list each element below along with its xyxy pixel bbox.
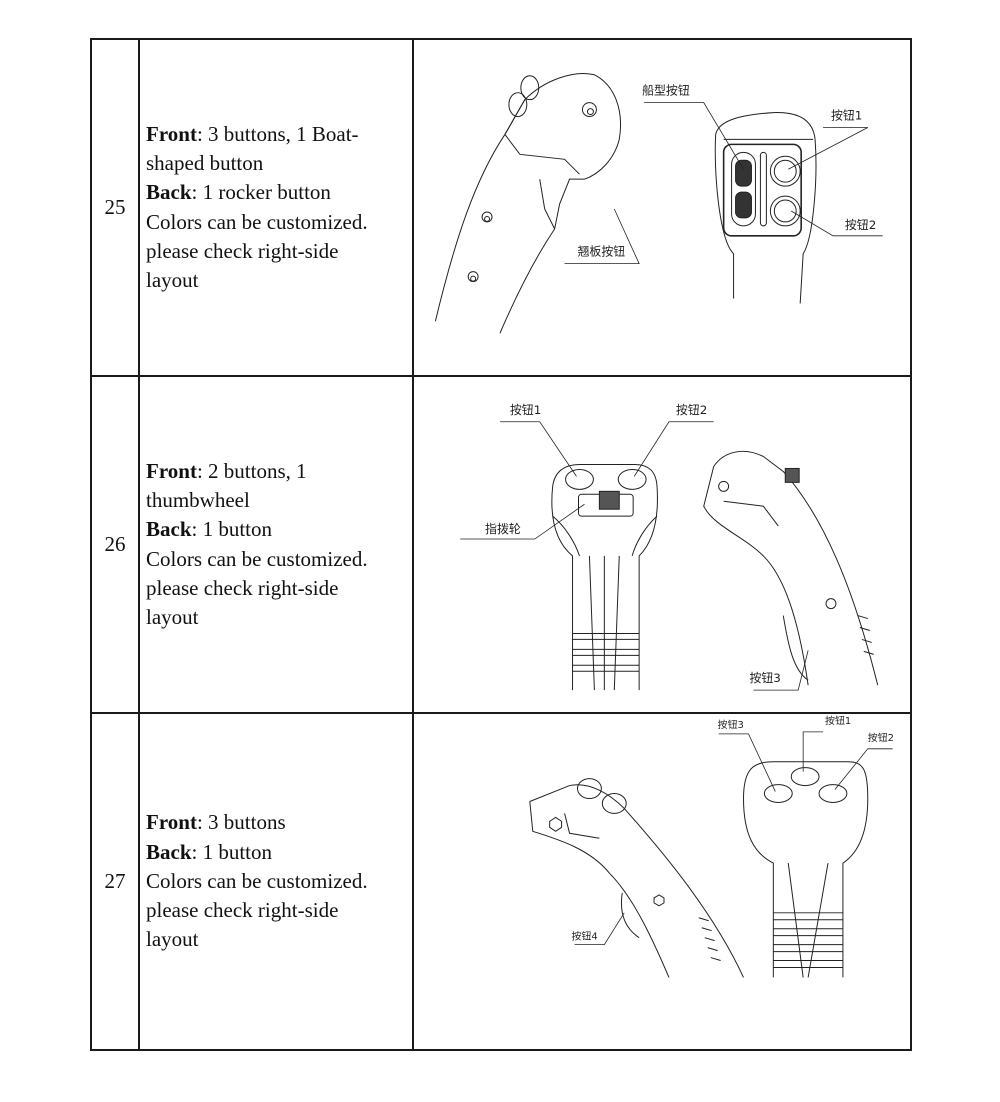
front-line: Front: 3 buttons xyxy=(146,808,412,837)
front-view-handle xyxy=(714,112,817,304)
back-line: Back: 1 button xyxy=(146,515,412,544)
note-line: Colors can be customized. xyxy=(146,209,368,234)
label-button-1: 按钮1 xyxy=(831,109,862,123)
front-text: : 2 buttons, 1 xyxy=(196,458,307,483)
note-line: layout xyxy=(146,927,199,952)
label-button-2: 按钮2 xyxy=(868,731,894,744)
table-row: 25 Front: 3 buttons, 1 Boat- shaped butt… xyxy=(90,38,912,377)
front-label: Front xyxy=(146,810,197,835)
label-thumbwheel: 指拨轮 xyxy=(485,522,521,536)
joystick-spec-table: 25 Front: 3 buttons, 1 Boat- shaped butt… xyxy=(90,38,912,1051)
row-drawing-cell: 按钮3 按钮1 按钮2 按钮4 xyxy=(412,712,912,1051)
row-number: 25 xyxy=(90,38,140,377)
front-label: Front xyxy=(146,458,197,483)
front-view-handle xyxy=(551,463,658,691)
front-line-cont: thumbwheel xyxy=(146,487,250,512)
front-line: Front: 2 buttons, 1 xyxy=(146,457,412,486)
joystick-drawing-27: 按钮3 按钮1 按钮2 按钮4 xyxy=(414,714,910,1049)
joystick-drawing-26: 按钮1 按钮2 指拨轮 按钮3 xyxy=(414,377,910,712)
note-line: Colors can be customized. xyxy=(146,868,368,893)
back-line: Back: 1 button xyxy=(146,838,412,867)
back-text: : 1 button xyxy=(191,517,273,542)
back-label: Back xyxy=(146,180,192,205)
row-description: Front: 3 buttons Back: 1 button Colors c… xyxy=(138,712,414,1051)
front-view-handle xyxy=(743,761,869,978)
front-text: : 3 buttons xyxy=(196,810,286,835)
front-label: Front xyxy=(146,121,197,146)
side-view-handle xyxy=(434,73,621,334)
back-text: : 1 rocker button xyxy=(191,180,331,205)
label-rocker-button: 翘板按钮 xyxy=(578,245,626,259)
row-number: 27 xyxy=(90,712,140,1051)
label-button-1: 按钮1 xyxy=(510,403,541,417)
table-row: 27 Front: 3 buttons Back: 1 button Color… xyxy=(90,712,912,1051)
label-boat-button: 船型按钮 xyxy=(642,84,690,98)
back-text: : 1 button xyxy=(191,839,273,864)
note-line: Colors can be customized. xyxy=(146,546,368,571)
label-button-3: 按钮3 xyxy=(749,671,780,685)
note-line: layout xyxy=(146,268,199,293)
label-button-3: 按钮3 xyxy=(718,718,744,731)
label-button-2: 按钮2 xyxy=(676,403,707,417)
row-number: 26 xyxy=(90,375,140,714)
table-row: 26 Front: 2 buttons, 1 thumbwheel Back: … xyxy=(90,375,912,714)
front-text: : 3 buttons, 1 Boat- xyxy=(196,121,359,146)
side-view-handle xyxy=(529,778,744,978)
back-label: Back xyxy=(146,839,192,864)
label-button-1: 按钮1 xyxy=(825,714,851,727)
label-button-4: 按钮4 xyxy=(572,930,598,943)
note-line: please check right-side xyxy=(146,898,339,923)
front-line: Front: 3 buttons, 1 Boat- xyxy=(146,120,412,149)
note-line: layout xyxy=(146,605,199,630)
note-line: please check right-side xyxy=(146,575,339,600)
back-line: Back: 1 rocker button xyxy=(146,178,412,207)
row-description: Front: 3 buttons, 1 Boat- shaped button … xyxy=(138,38,414,377)
row-description: Front: 2 buttons, 1 thumbwheel Back: 1 b… xyxy=(138,375,414,714)
joystick-drawing-25: 船型按钮 按钮1 按钮2 翘板按钮 xyxy=(414,40,910,375)
note-line: please check right-side xyxy=(146,238,339,263)
label-button-2: 按钮2 xyxy=(845,218,876,232)
side-view-handle xyxy=(703,450,879,686)
row-drawing-cell: 船型按钮 按钮1 按钮2 翘板按钮 xyxy=(412,38,912,377)
row-drawing-cell: 按钮1 按钮2 指拨轮 按钮3 xyxy=(412,375,912,714)
back-label: Back xyxy=(146,517,192,542)
front-line-cont: shaped button xyxy=(146,150,264,175)
